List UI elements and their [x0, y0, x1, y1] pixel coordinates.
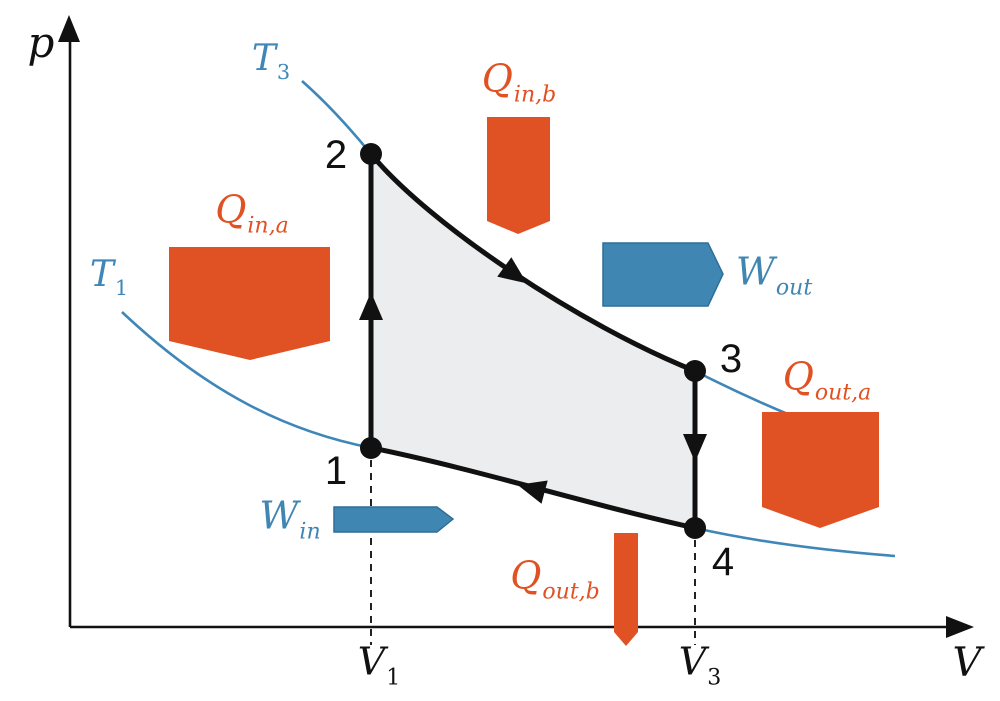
isotherm-t3-label: T3: [251, 37, 291, 85]
state-3-label: 3: [719, 337, 743, 381]
x-axis-arrowhead-icon: [946, 616, 974, 638]
q-in-b-arrow-icon: [487, 117, 550, 234]
state-1-dot: [360, 437, 382, 459]
state-2-dot: [360, 143, 382, 165]
w-in-arrow-icon: [333, 506, 455, 533]
p-axis-label: p: [27, 18, 55, 67]
state-4-dot: [684, 517, 706, 539]
process-4-1-arrowhead-icon: [517, 480, 548, 504]
state-1-label: 1: [324, 449, 348, 493]
v-axis-label: V: [952, 640, 982, 686]
isotherm-t1-label: T1: [89, 253, 129, 301]
y-axis-arrowhead-icon: [58, 15, 80, 42]
state-2-label: 2: [324, 133, 348, 177]
q-in-b-label: Qin,b: [481, 56, 557, 108]
q-in-a-arrow-icon: [169, 247, 330, 360]
v1-tick-label: V1: [357, 639, 401, 691]
q-out-b-label: Qout,b: [510, 553, 600, 605]
w-out-arrow-icon: [602, 242, 724, 307]
process-2-3-arrowhead-icon: [497, 257, 527, 284]
process-3-4-arrowhead-icon: [683, 434, 707, 462]
w-in-label: Win: [259, 493, 321, 545]
state-4-label: 4: [711, 540, 735, 584]
q-out-a-arrow-icon: [762, 412, 879, 528]
state-3-dot: [684, 360, 706, 382]
cycle-area: [371, 154, 695, 528]
q-out-a-label: Qout,a: [782, 354, 872, 406]
w-out-label: Wout: [735, 249, 813, 301]
q-out-b-arrow-icon: [614, 533, 638, 646]
q-in-a-label: Qin,a: [215, 187, 289, 239]
process-1-2-arrowhead-icon: [359, 292, 383, 320]
v3-tick-label: V3: [678, 639, 722, 691]
